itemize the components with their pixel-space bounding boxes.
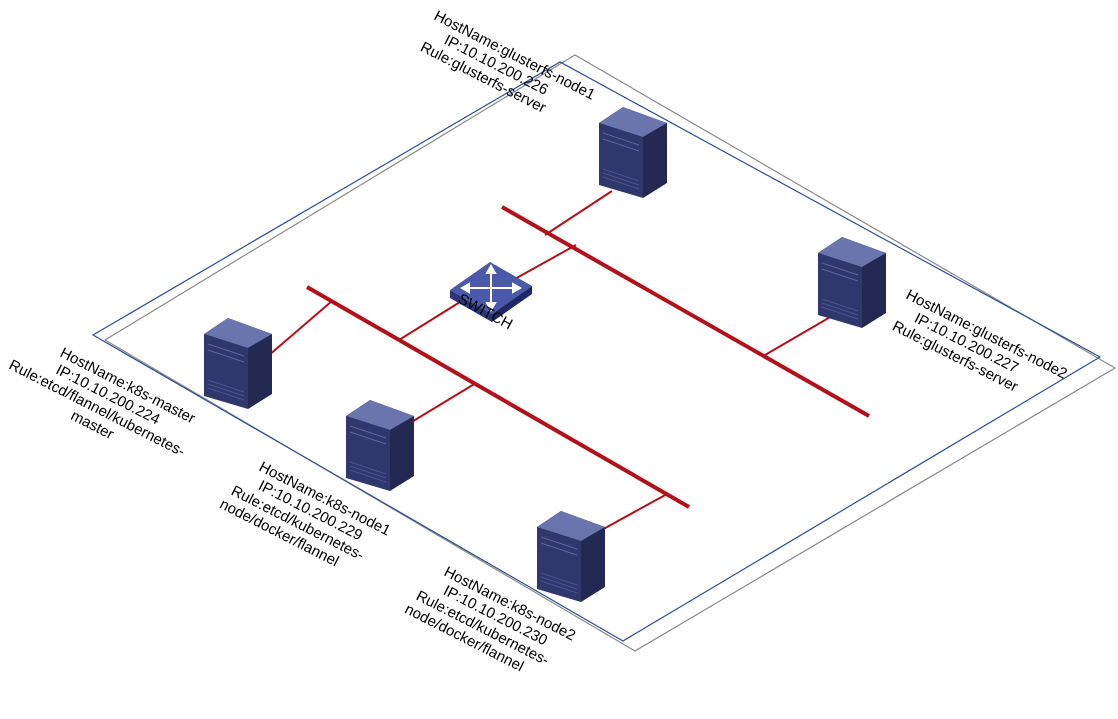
server-icon: [598, 106, 668, 199]
label-glusterfs-node2: HostName:glusterfs-node2 IP:10.10.200.22…: [890, 286, 1070, 395]
link-glusterfs-node1: [544, 190, 613, 236]
link-switch-bus-right: [512, 244, 577, 281]
label-glusterfs-node1: HostName:glusterfs-node1 IP:10.10.200.22…: [418, 7, 598, 116]
link-k8s-node1: [409, 382, 477, 424]
server-glusterfs-node1: [598, 106, 668, 199]
server-k8s-master: [203, 317, 273, 410]
server-icon: [817, 236, 887, 329]
network-switch: SWITCH: [450, 262, 532, 333]
plane-outline-outer: [103, 54, 1117, 652]
server-icon: [345, 399, 415, 492]
bus-line-right: [501, 205, 870, 418]
link-switch-bus-left: [398, 301, 461, 341]
plane-outline-inner: [91, 61, 1102, 642]
link-glusterfs-node2: [764, 315, 833, 356]
server-k8s-node1: [345, 399, 415, 492]
link-k8s-master: [267, 300, 333, 357]
link-k8s-node2: [597, 493, 668, 533]
server-k8s-node2: [536, 510, 606, 603]
server-icon: [203, 317, 273, 410]
network-links: [267, 190, 870, 533]
label-k8s-master: HostName:k8s-master IP:10.10.200.224 Rul…: [6, 344, 198, 460]
server-glusterfs-node2: [817, 236, 887, 329]
server-icon: [536, 510, 606, 603]
bus-line-left: [306, 285, 690, 509]
switch-icon: [450, 262, 532, 322]
